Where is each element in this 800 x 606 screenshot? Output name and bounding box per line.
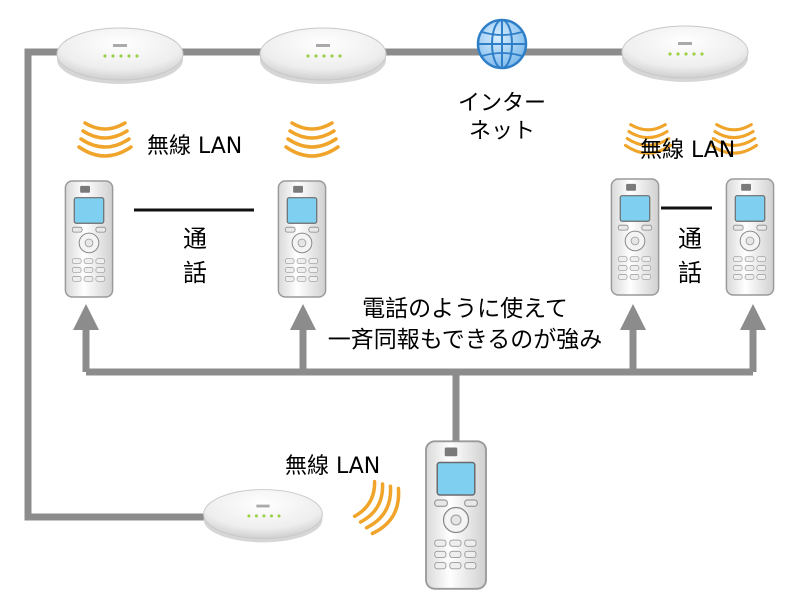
internet-label: インター ネット (447, 90, 557, 146)
wireless-wave-icon (284, 121, 340, 158)
wireless-wave-icon (77, 121, 133, 158)
handset-icon (725, 178, 775, 296)
arrow-up-icon (290, 304, 316, 330)
access-point-icon (259, 27, 387, 85)
wireless-lan-label: 無線 LAN (285, 454, 381, 479)
handset-icon (610, 178, 660, 296)
access-point-icon (621, 25, 749, 83)
handset-icon (277, 180, 327, 298)
call-label-char: 話 (183, 259, 207, 287)
arrow-up-icon (740, 304, 766, 330)
wireless-wave-icon (349, 474, 408, 540)
call-label: 通 話 (180, 222, 210, 290)
caption-line: 電話のように使えて (362, 296, 568, 322)
access-point-icon (56, 27, 184, 85)
access-point-icon (203, 489, 323, 543)
broadcast-caption: 電話のように使えて 一斉同報もできるのが強み (295, 294, 635, 356)
call-label-char: 通 (678, 225, 702, 253)
handset-icon (424, 440, 488, 590)
broadcast-arrows (73, 304, 766, 450)
backbone-line (24, 48, 230, 521)
caption-line: 一斉同報もできるのが強み (327, 327, 603, 353)
handset-icon (64, 180, 114, 298)
call-label-char: 話 (678, 259, 702, 287)
wireless-lan-label: 無線 LAN (640, 138, 736, 163)
internet-label-line: インター (457, 91, 546, 116)
call-label-char: 通 (183, 225, 207, 253)
network-lines (24, 48, 625, 521)
arrow-up-icon (620, 304, 646, 330)
globe-icon (476, 18, 528, 70)
call-lines (134, 206, 712, 212)
arrow-up-icon (73, 304, 99, 330)
wireless-lan-label: 無線 LAN (147, 134, 243, 159)
call-label: 通 話 (675, 222, 705, 290)
internet-label-line: ネット (468, 119, 535, 144)
